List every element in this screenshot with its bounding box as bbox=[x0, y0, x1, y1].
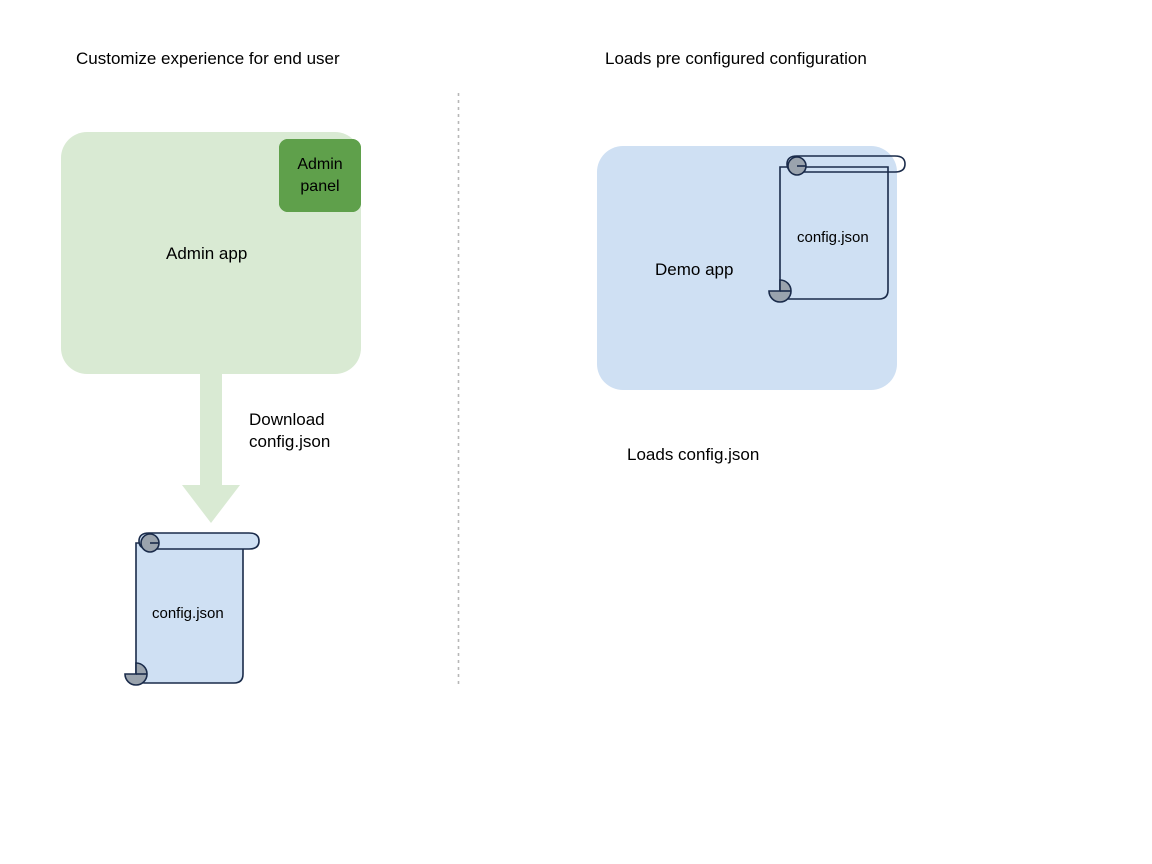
config-json-label-right: config.json bbox=[797, 229, 869, 246]
document-bottom-knob-right bbox=[768, 279, 792, 303]
download-arrow-label-line1: Download bbox=[249, 410, 325, 429]
config-json-label-left: config.json bbox=[152, 605, 224, 622]
download-arrow-label: Download config.json bbox=[249, 409, 330, 453]
admin-panel-label: Admin panel bbox=[297, 154, 342, 198]
download-arrow bbox=[182, 374, 240, 523]
config-json-document-left[interactable] bbox=[124, 532, 260, 686]
download-arrow-label-line2: config.json bbox=[249, 432, 331, 451]
admin-panel-label-line1: Admin bbox=[297, 155, 343, 173]
document-top-roll-right bbox=[786, 155, 906, 173]
admin-panel-chip[interactable]: Admin panel bbox=[279, 139, 361, 212]
config-json-document-right[interactable] bbox=[768, 155, 906, 303]
left-section-title: Customize experience for end user bbox=[76, 49, 340, 68]
admin-app-label: Admin app bbox=[166, 244, 248, 263]
demo-app-label: Demo app bbox=[655, 260, 734, 279]
loads-config-caption: Loads config.json bbox=[627, 445, 760, 464]
right-section-title: Loads pre configured configuration bbox=[605, 49, 867, 68]
document-top-roll-left bbox=[138, 532, 260, 550]
admin-panel-label-line2: panel bbox=[300, 177, 340, 195]
document-bottom-knob-left bbox=[124, 662, 148, 686]
demo-app-box[interactable] bbox=[597, 146, 897, 390]
